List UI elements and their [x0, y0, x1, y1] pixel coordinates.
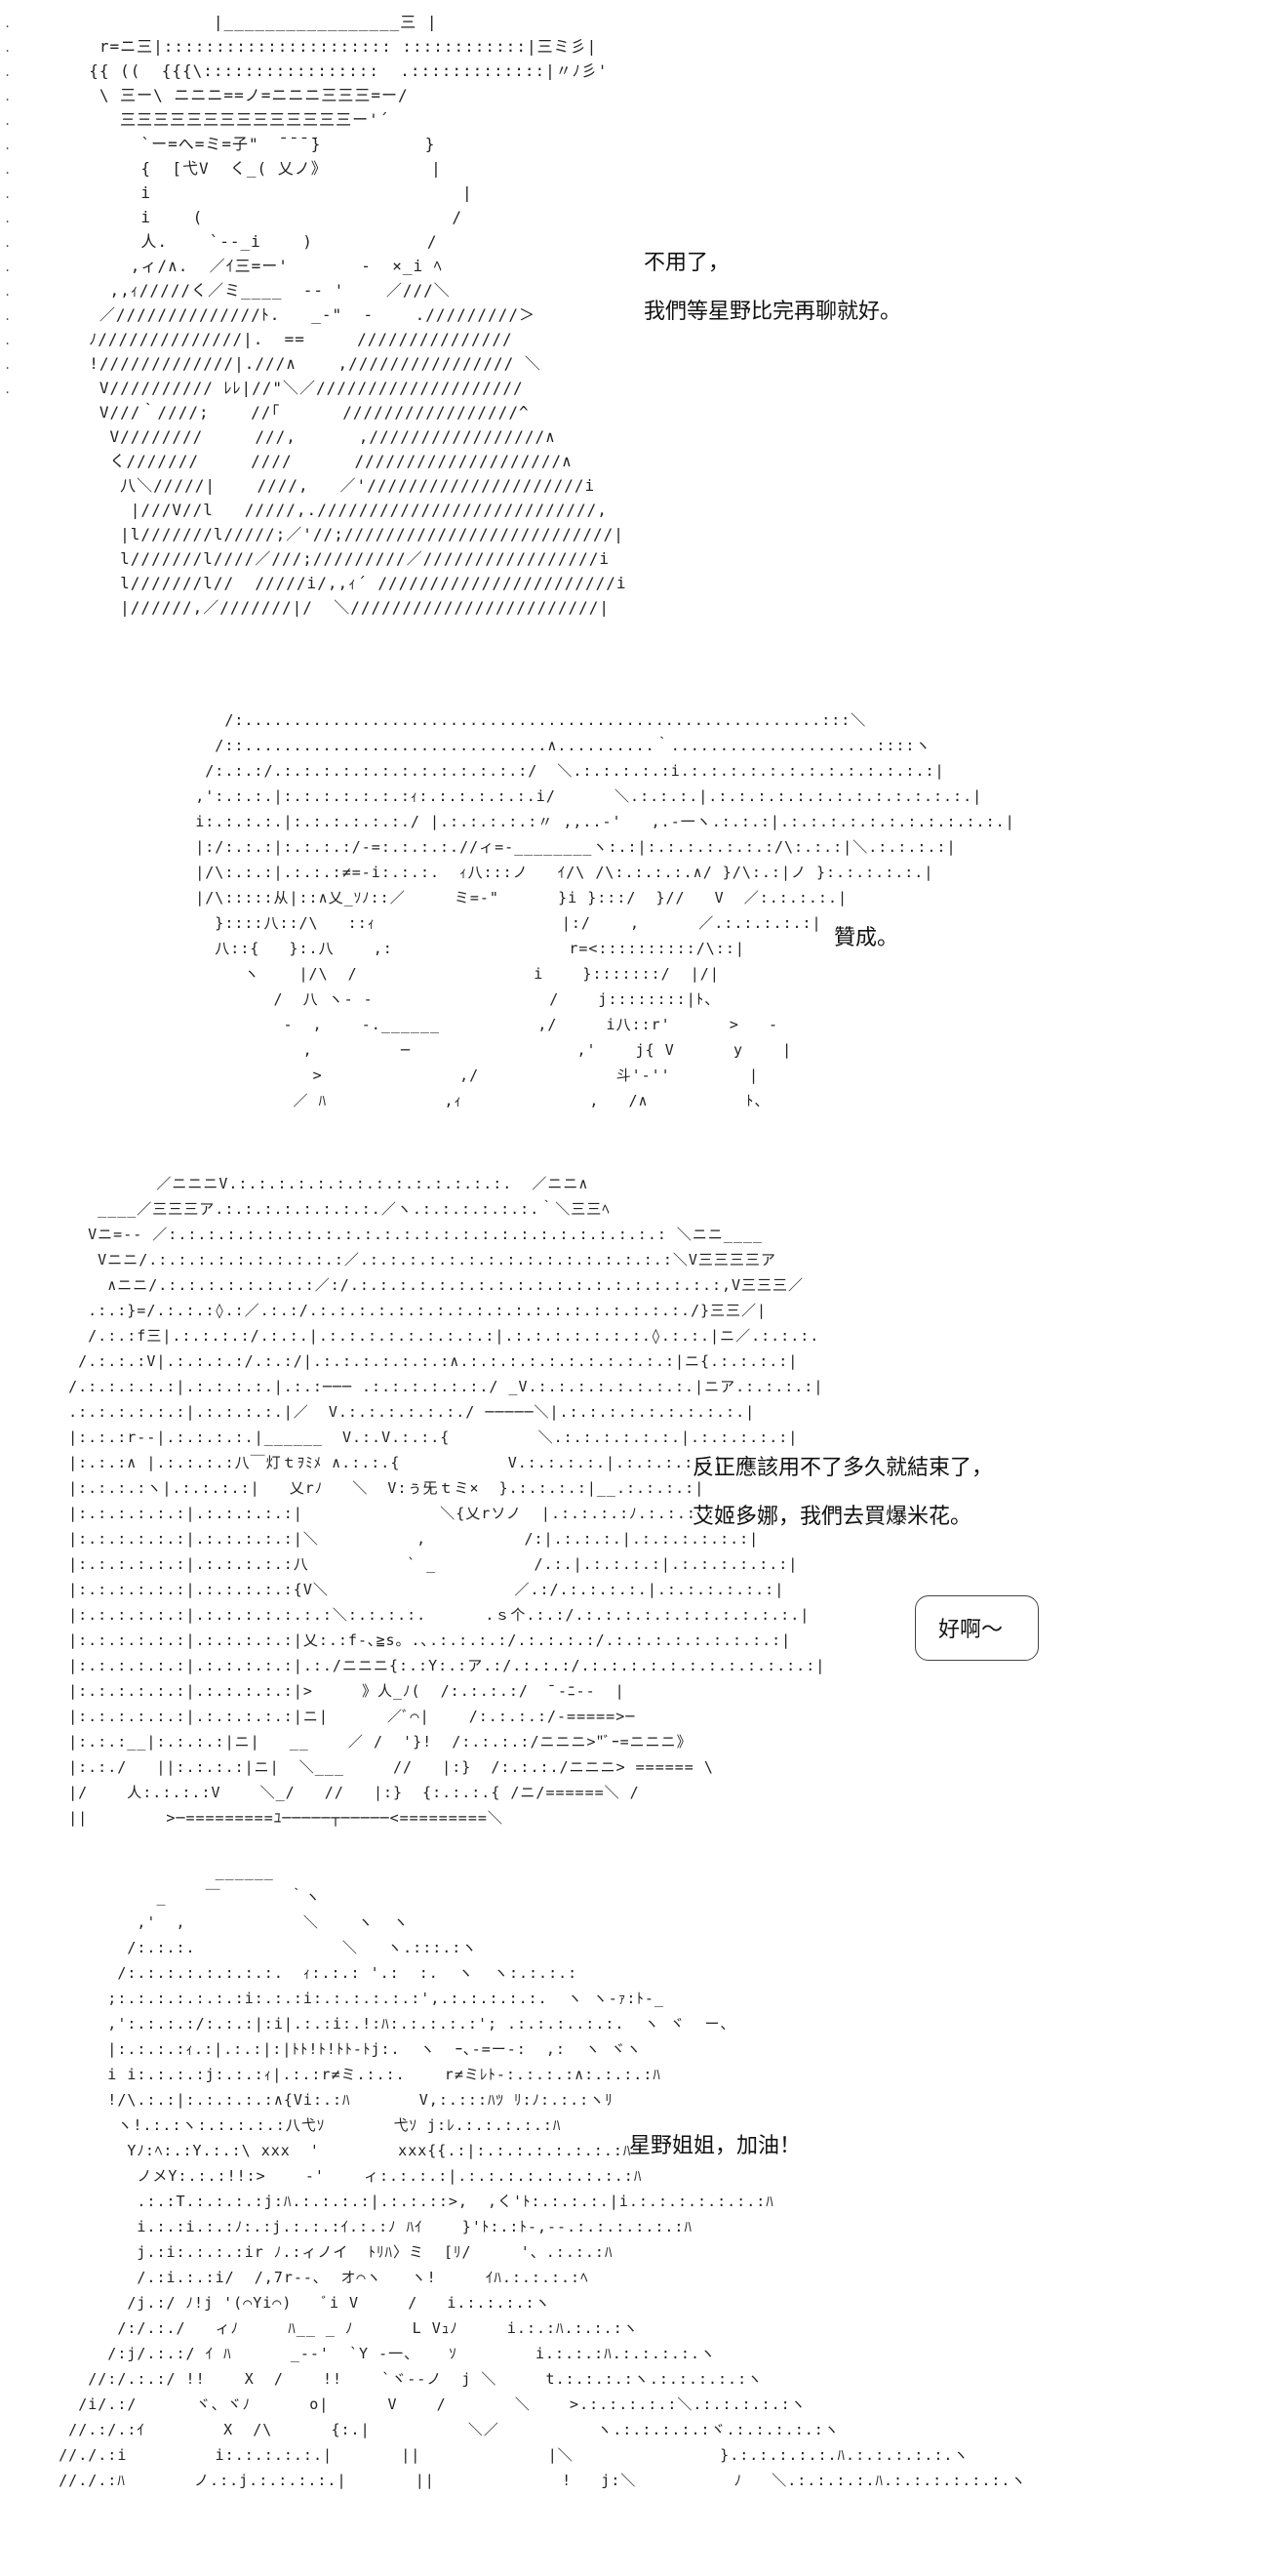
- panel-4: ______ _ ￣ ｀ヽ ,' , ＼ ヽ ヽ /:.:.:. ＼ ヽ.:::…: [0, 1854, 1268, 2576]
- ascii-art-long-hair-smiling-figure: ______ _ ￣ ｀ヽ ,' , ＼ ヽ ヽ /:.:.:. ＼ ヽ.:::…: [59, 1863, 1027, 2489]
- dialogue-line-1: 不用了，: [644, 251, 731, 275]
- ascii-art-long-hair-figure: /:......................................…: [195, 711, 1015, 1109]
- ascii-art-hat-figure: |_________________三 | r=ニ三|:::::::::::::…: [89, 13, 627, 617]
- speech-bubble-text: 好啊～: [938, 1618, 1004, 1642]
- dialogue-line-2: 艾姬多娜，我們去買爆米花。: [693, 1505, 972, 1529]
- dialogue-line-1: 贊成。: [834, 926, 899, 950]
- dialogue-line-2: 我們等星野比完再聊就好。: [644, 300, 902, 324]
- dialogue-line-1: 反正應該用不了多久就結束了，: [693, 1456, 994, 1480]
- speech-bubble: [915, 1595, 1039, 1661]
- panel-3: ／ニニニV.:.:.:.:.:.:.:.:.:.:.:.:.:.:. ／ニニ∧ …: [0, 1161, 1268, 1834]
- panel-1: . . . . . . . . . . . . . . . . |_______…: [0, 0, 1268, 683]
- ascii-art-ribbon-hat-figure: ／ニニニV.:.:.:.:.:.:.:.:.:.:.:.:.:.:. ／ニニ∧ …: [68, 1175, 826, 1827]
- panel-2: /:......................................…: [0, 703, 1268, 1161]
- margin-dots: . . . . . . . . . . . . . . . .: [4, 17, 12, 396]
- dialogue-line-1: 星野姐姐，加油！: [629, 2134, 802, 2158]
